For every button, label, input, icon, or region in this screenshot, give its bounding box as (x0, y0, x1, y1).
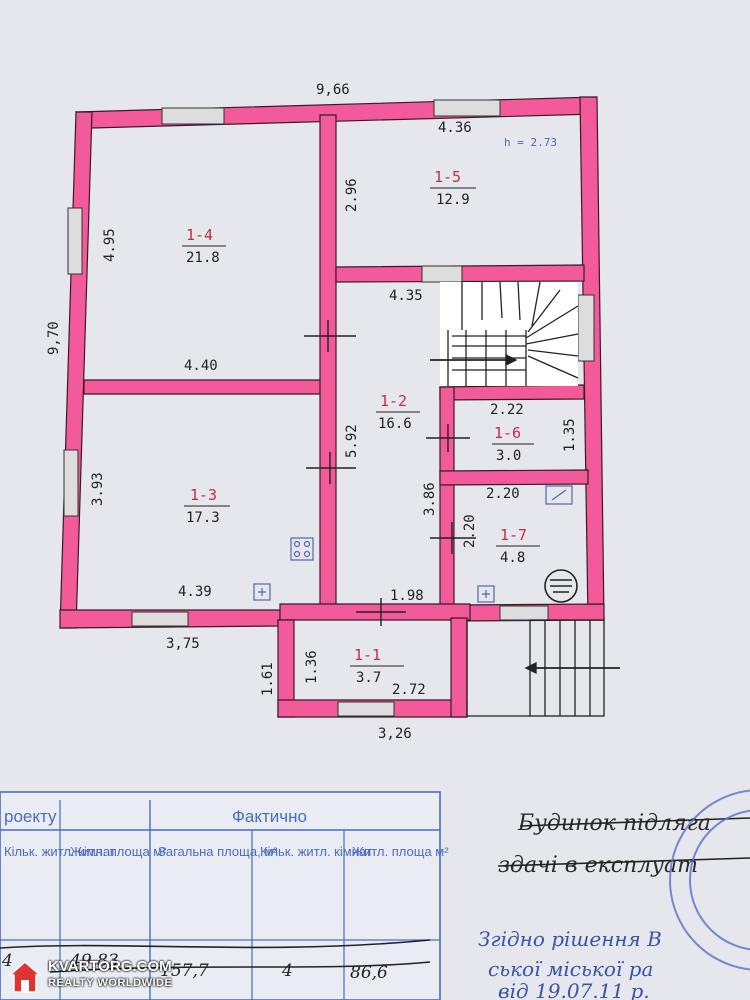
door-mark-4 (430, 522, 476, 554)
window-bottom (131, 611, 189, 627)
windows (63, 99, 595, 717)
watermark-subtitle: REALTY WORLDWIDE (48, 977, 173, 989)
outlet-icon-2 (477, 585, 495, 603)
house-logo-icon (8, 961, 42, 993)
header-total: Загальна площа, м² (158, 844, 278, 859)
porch-outline (466, 620, 530, 717)
window-bottom-right (499, 605, 549, 621)
room-1-2: 1-2 16.6 (376, 392, 420, 432)
room-1-4: 1-4 21.8 (182, 226, 226, 266)
area-table: роекту Фактично Кільк. житл. кімнат Житл… (0, 791, 449, 1000)
strike-line-2 (49, 961, 431, 973)
room-1-1: 1-1 3.7 (350, 646, 404, 686)
note-line-5: від 19.07.11 р. (498, 979, 650, 1000)
dim-hall-bottom: 1.98 (390, 588, 424, 604)
section-project: роекту (4, 807, 57, 826)
window-room-1-1 (337, 701, 395, 717)
door-mark-1 (304, 320, 356, 352)
staircase (430, 281, 579, 386)
dim-room14-height: 4.95 (102, 228, 118, 262)
sink-icon (545, 485, 573, 505)
room-area: 16.6 (378, 416, 412, 432)
value-rooms-left: 4 (1, 951, 13, 971)
dim-bottom-left: 3,75 (166, 636, 200, 652)
door-mark-2 (306, 452, 356, 484)
window-stair (421, 265, 463, 283)
dim-hall-height: 5.92 (344, 424, 360, 458)
section-actual: Фактично (232, 807, 307, 826)
round-stamp (669, 789, 750, 971)
value-living: 49,83 (69, 951, 119, 971)
doors (304, 320, 476, 626)
handwritten-notes: Будинок підляга здачі в експлуат Згідно … (478, 811, 750, 1000)
stove-icon (290, 537, 314, 561)
header-rooms: Кільк. житл. кімнат (260, 844, 372, 859)
dim-top-width: 9,66 (316, 82, 350, 98)
header-rooms-left: Кільк. житл. кімнат (4, 844, 116, 859)
window-top-right (433, 99, 501, 117)
dim-room15-height: 2.96 (344, 178, 360, 212)
dim-left-height: 9,70 (46, 321, 62, 355)
room-1-3: 1-3 17.3 (184, 486, 230, 526)
dim-porch-height: 1.61 (260, 662, 276, 696)
room-id: 1-1 (354, 646, 381, 664)
window-left-upper (67, 207, 83, 275)
entrance-steps (524, 619, 620, 717)
room-labels: 1-4 21.8 1-5 12.9 1-2 16.6 1-6 3.0 1-3 1… (182, 168, 540, 686)
room-id: 1-2 (380, 392, 407, 410)
fixtures (253, 485, 573, 603)
dim-room15-width: 4.36 (438, 120, 472, 136)
value-living2: 86,6 (350, 963, 388, 983)
dim-room16-height: 1.35 (562, 418, 578, 452)
room-1-5: 1-5 12.9 (430, 168, 476, 208)
dim-bottom-width: 3,26 (378, 726, 412, 742)
dim-room14-width: 4.40 (184, 358, 218, 374)
door-mark-3 (426, 424, 470, 452)
window-left-lower (63, 449, 79, 517)
height-note: h = 2.73 (504, 136, 557, 149)
door-mark-5 (356, 598, 406, 626)
room-1-7: 1-7 4.8 (496, 526, 540, 566)
note-line-3: Згідно рішення В (478, 927, 662, 951)
toilet-icon (544, 569, 578, 603)
room-id: 1-6 (494, 424, 521, 442)
room-area: 17.3 (186, 510, 220, 526)
dim-room13-width: 4.39 (178, 584, 212, 600)
room-area: 12.9 (436, 192, 470, 208)
room-area: 21.8 (186, 250, 220, 266)
room-id: 1-4 (186, 226, 213, 244)
header-living: Житл. площа м² (70, 844, 167, 859)
room-id: 1-5 (434, 168, 461, 186)
value-total: 157,7 (160, 961, 209, 981)
watermark-title: KVARTORG.COM (48, 958, 172, 975)
header-living2: Житл. площа м² (352, 844, 449, 859)
dim-room16-width: 2.22 (490, 402, 524, 418)
watermark: KVARTORG.COM REALTY WORLDWIDE (8, 958, 198, 996)
dim-room11-width: 2.72 (392, 682, 426, 698)
dim-stair-width: 4.35 (389, 288, 423, 304)
strike-line-1 (0, 939, 431, 949)
dim-hall-side: 3.86 (422, 482, 438, 516)
room-id: 1-7 (500, 526, 527, 544)
room-id: 1-3 (190, 486, 217, 504)
dim-room17-width: 2.20 (486, 486, 520, 502)
value-rooms: 4 (281, 961, 293, 981)
note-line-4: ської міської ра (488, 957, 653, 981)
window-right (577, 294, 595, 362)
room-area: 3.0 (496, 448, 521, 464)
room-1-6: 1-6 3.0 (492, 424, 534, 464)
room-area: 4.8 (500, 550, 525, 566)
outlet-icon-1 (253, 583, 271, 601)
dim-room17-height: 2.20 (462, 514, 478, 548)
window-top-left (161, 107, 225, 125)
dim-room11-height: 1.36 (304, 650, 320, 684)
dim-room13-height: 3.93 (90, 472, 106, 506)
room-area: 3.7 (356, 670, 381, 686)
